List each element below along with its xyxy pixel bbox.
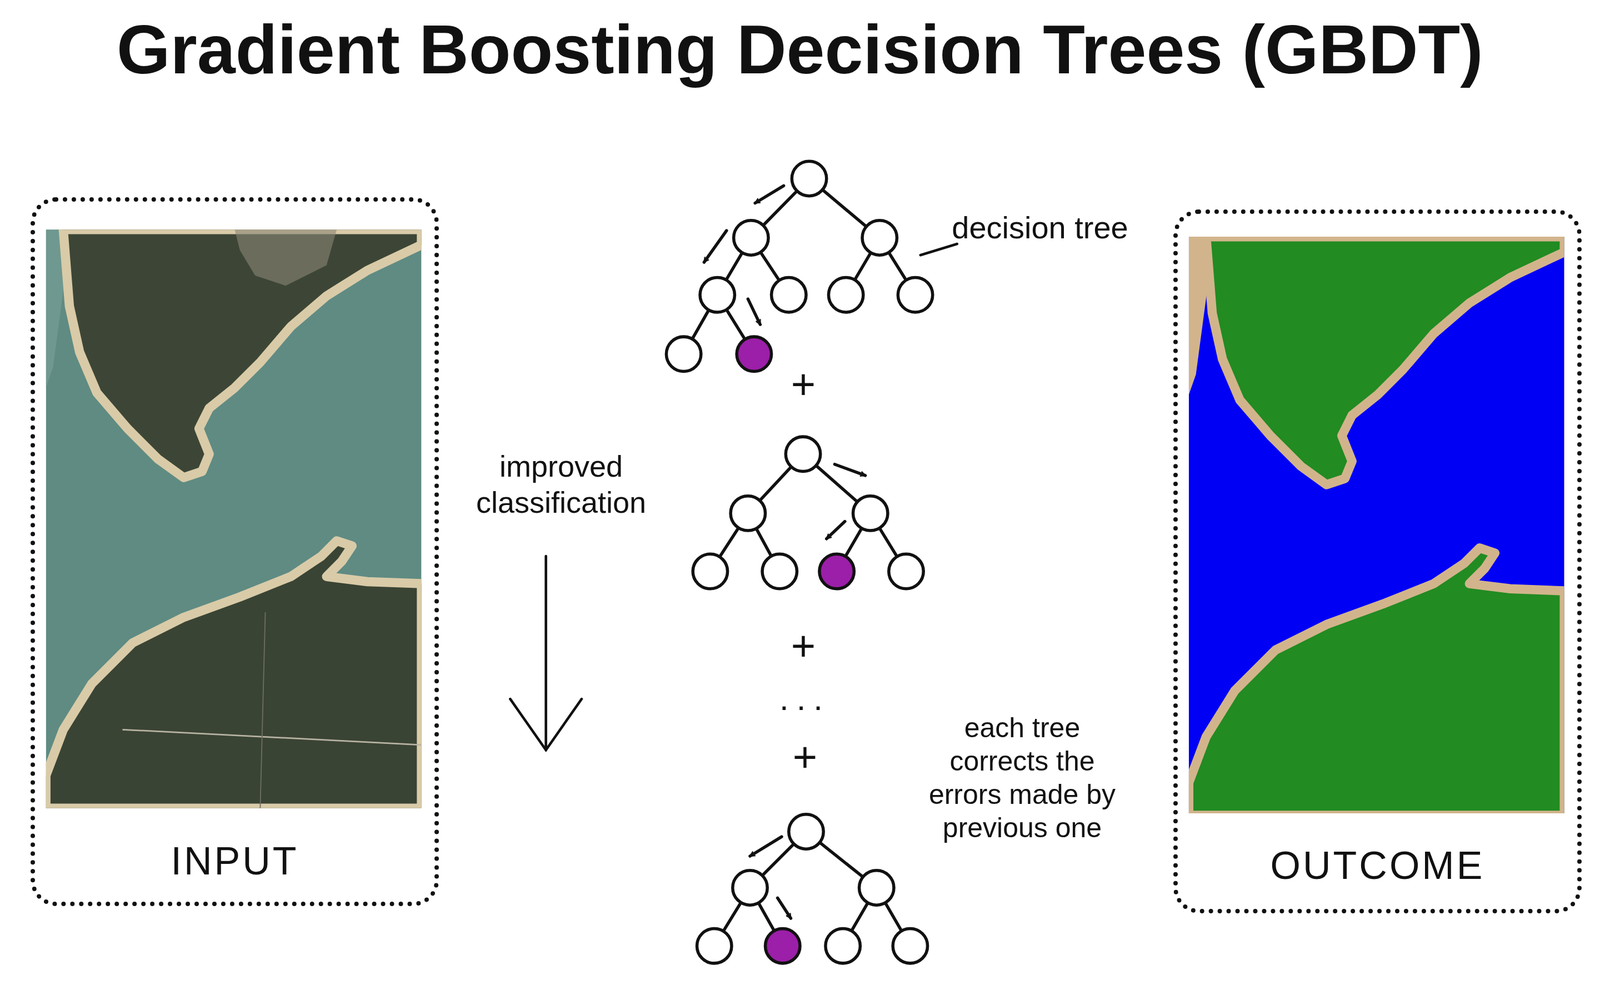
- illustration-part: [765, 928, 800, 963]
- illustration-part: [703, 230, 727, 263]
- illustration-part: [747, 298, 760, 325]
- illustration-part: [888, 553, 924, 589]
- diagram-title: Gradient Boosting Decision Trees (GBDT): [116, 10, 1484, 90]
- illustration-part: [859, 870, 894, 905]
- panel-box: INPUT: [30, 197, 439, 907]
- illustration-part: [696, 928, 732, 963]
- panel-label: OUTCOME: [1177, 844, 1578, 888]
- illustration-part: [732, 870, 768, 905]
- illustration-part: [791, 161, 827, 196]
- illustration-part: [771, 277, 807, 313]
- illustration-part: [897, 277, 933, 313]
- illustration-part: [825, 928, 860, 963]
- down-arrow: [510, 556, 582, 750]
- illustration-part: [733, 220, 769, 255]
- illustration-part: [750, 836, 782, 857]
- illustration-part: [777, 897, 792, 919]
- illustration-part: [892, 928, 928, 963]
- illustration-part: [510, 698, 582, 750]
- illustration-part: [544, 556, 548, 750]
- illustration-part: [234, 229, 337, 286]
- annotation: each tree corrects the errors made by pr…: [916, 711, 1128, 845]
- illustration-part: [63, 229, 422, 478]
- illustration-part: [260, 612, 265, 809]
- illustration-part: [692, 553, 728, 589]
- illustration-part: [46, 229, 422, 808]
- illustration-part: [788, 814, 824, 849]
- illustration-part: [1206, 236, 1565, 485]
- annotation: improved classification: [444, 448, 678, 521]
- illustration-part: [762, 553, 797, 589]
- annotation: decision tree: [948, 208, 1132, 247]
- illustration-part: [1188, 236, 1565, 814]
- illustration-part: [862, 220, 897, 255]
- panel-label: INPUT: [35, 840, 435, 883]
- tree-edges: [683, 178, 916, 946]
- illustration-part: [755, 185, 784, 203]
- illustration-part: [834, 464, 865, 476]
- illustration-part: [826, 521, 845, 539]
- illustration-part: [700, 277, 735, 313]
- plus-sign: +: [770, 620, 837, 672]
- satellite-image: [46, 229, 422, 808]
- path-arrows: [703, 185, 865, 919]
- illustration-part: [785, 436, 820, 472]
- illustration-part: [828, 277, 863, 313]
- illustration-part: [122, 729, 422, 745]
- ellipsis: ...: [760, 678, 850, 719]
- illustration-part: [46, 540, 422, 808]
- plus-sign: +: [770, 358, 837, 410]
- tree-nodes: [666, 161, 933, 964]
- illustration-part: [730, 496, 765, 531]
- illustration-part: [736, 336, 772, 372]
- plus-sign: +: [771, 731, 839, 783]
- illustration-part: [1188, 547, 1565, 814]
- leader-line: [920, 243, 958, 255]
- illustration-part: [666, 336, 701, 372]
- panel-box: OUTCOME: [1173, 209, 1582, 914]
- illustration-part: [819, 553, 854, 589]
- illustration-part: [853, 496, 888, 531]
- classification-map: [1188, 236, 1565, 814]
